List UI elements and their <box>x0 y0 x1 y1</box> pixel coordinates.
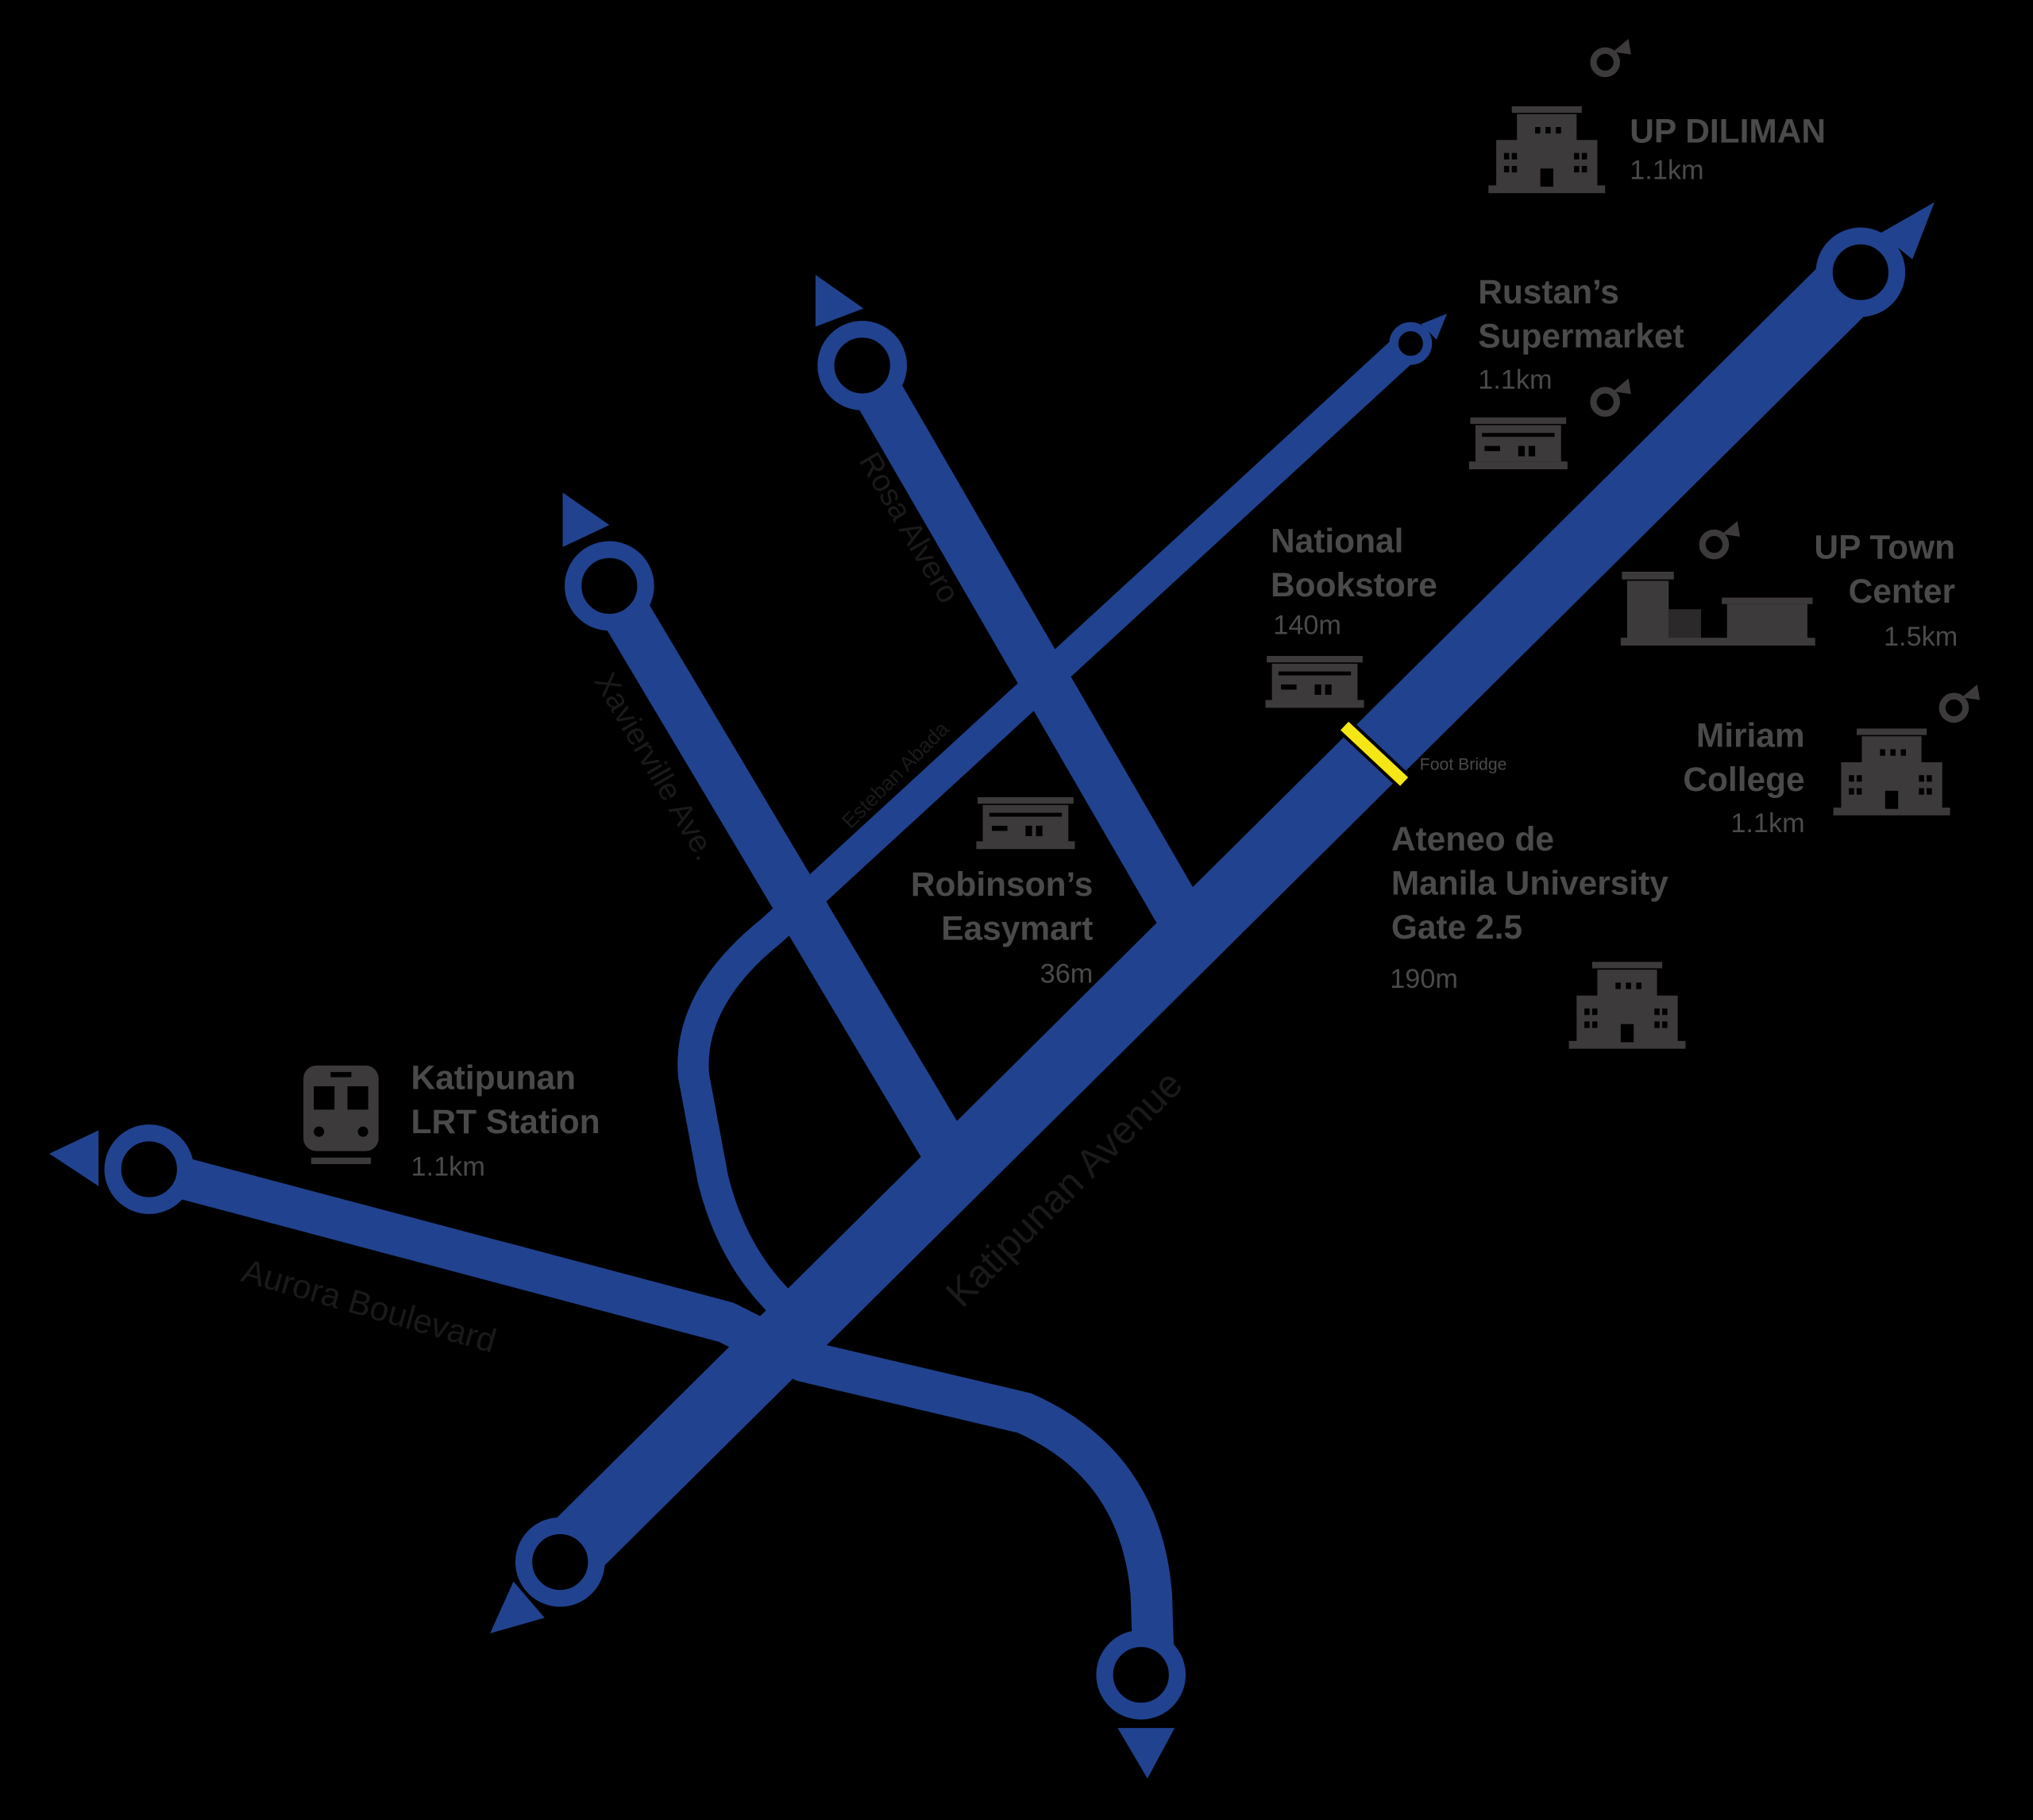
poi-ateneo[interactable]: Ateneo de Manila University Gate 2.5 190… <box>1390 820 1686 1049</box>
road-end-marker <box>104 1124 195 1214</box>
road-esteban-abada <box>677 332 1422 1318</box>
road-rosa-alvero <box>840 353 1202 927</box>
poi-name: LRT Station <box>411 1103 600 1140</box>
road-end-marker <box>1096 1629 1186 1720</box>
foot-bridge-label: Foot Bridge <box>1420 756 1507 774</box>
poi-distance: 190m <box>1390 964 1458 994</box>
poi-name: Center <box>1849 573 1955 610</box>
poi-up-diliman[interactable]: UP DILIMAN 1.1km <box>1488 39 1826 194</box>
building-icon <box>1488 106 1606 194</box>
poi-name: Supermarket <box>1478 318 1684 355</box>
store-icon <box>976 796 1075 850</box>
poi-katipunan-lrt[interactable]: Katipunan LRT Station 1.1km <box>303 1058 600 1182</box>
direction-arrow-icon <box>562 492 610 547</box>
road-katipunan <box>536 248 1884 1587</box>
direction-arrow-icon <box>490 1581 545 1633</box>
poi-name: College <box>1683 761 1804 798</box>
poi-robinsons[interactable]: Robinson’s Easymart 36m <box>911 796 1094 989</box>
poi-name: Manila University <box>1391 864 1668 901</box>
poi-name: Miriam <box>1696 716 1805 754</box>
poi-distance: 1.1km <box>1478 365 1552 395</box>
poi-rustans[interactable]: Rustan’s Supermarket 1.1km <box>1468 273 1684 469</box>
building-icon <box>1833 728 1950 816</box>
building-icon <box>1568 962 1686 1049</box>
gender-icon <box>1594 379 1631 414</box>
gender-icon <box>1703 521 1740 556</box>
poi-name: Katipunan <box>411 1058 576 1096</box>
direction-arrow-icon <box>1421 314 1448 340</box>
road-end-marker <box>515 1517 605 1607</box>
mall-icon <box>1620 571 1815 646</box>
poi-distance: 1.1km <box>1630 155 1703 185</box>
road-end-marker <box>1815 227 1906 318</box>
poi-distance: 1.1km <box>411 1152 485 1182</box>
poi-distance: 1.5km <box>1884 622 1958 652</box>
poi-name: National <box>1271 522 1403 559</box>
road-end-marker <box>817 321 908 411</box>
poi-up-town-center[interactable]: UP Town Center 1.5km <box>1620 521 1958 652</box>
poi-name: Ateneo de <box>1391 820 1554 858</box>
gender-icon <box>1942 684 1980 719</box>
poi-name: Rustan’s <box>1478 273 1619 310</box>
poi-name: Gate 2.5 <box>1391 908 1522 946</box>
road-xavierville <box>588 573 966 1160</box>
foot-bridge-marker <box>1341 721 1409 786</box>
train-icon <box>303 1065 379 1164</box>
poi-miriam-college[interactable]: Miriam College 1.1km <box>1683 684 1980 839</box>
direction-arrow-icon <box>1880 202 1935 260</box>
direction-arrow-icon <box>49 1130 99 1186</box>
direction-arrow-icon <box>1117 1728 1175 1779</box>
poi-name: Bookstore <box>1271 566 1437 603</box>
store-icon <box>1265 656 1364 708</box>
store-icon <box>1468 417 1568 469</box>
direction-arrow-icon <box>815 275 864 327</box>
poi-name: UP Town <box>1814 529 1955 566</box>
poi-national-bookstore[interactable]: National Bookstore 140m <box>1265 522 1437 708</box>
gender-icon <box>1594 39 1631 74</box>
poi-distance: 1.1km <box>1730 808 1804 839</box>
poi-name: Easymart <box>941 910 1093 947</box>
road-end-marker <box>565 541 654 631</box>
poi-name: Robinson’s <box>911 866 1093 903</box>
poi-distance: 140m <box>1273 610 1341 640</box>
poi-name: UP DILIMAN <box>1630 113 1826 150</box>
road-end-marker <box>1389 322 1433 365</box>
poi-distance: 36m <box>1040 958 1094 989</box>
